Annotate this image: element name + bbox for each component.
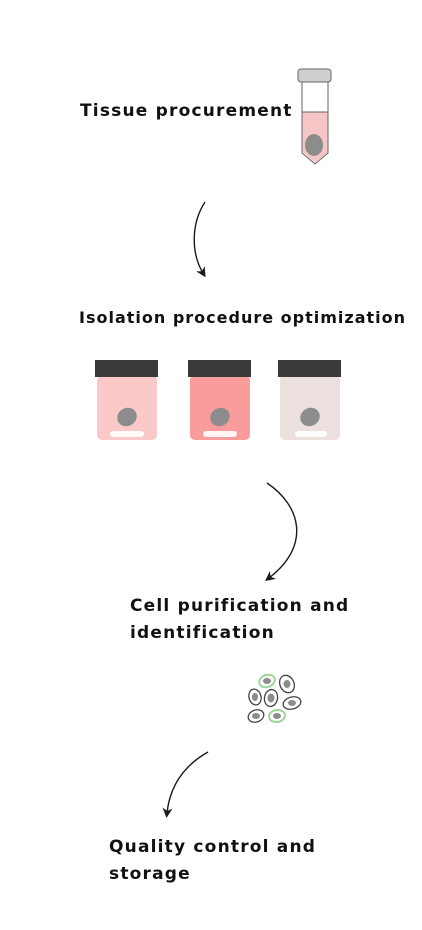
step-label-line: identification: [130, 623, 275, 643]
cell-cluster-icon: [247, 673, 302, 724]
step-label-line: Tissue procurement: [80, 101, 293, 121]
step-label-line: Isolation procedure optimization: [79, 308, 407, 327]
step-label-line: Quality control and: [109, 837, 317, 857]
step-label-isolation-procedure: Isolation procedure optimization: [79, 304, 406, 331]
step-label-cell-purification: Cell purification and identification: [130, 593, 349, 647]
step-label-line: storage: [109, 864, 191, 884]
sample-jar-icon: [188, 360, 251, 440]
curved-arrow-icon: [265, 482, 298, 582]
test-tube-icon: [297, 68, 332, 165]
curved-arrow-icon: [193, 201, 206, 278]
step-label-line: Cell purification and: [130, 596, 350, 616]
step-label-quality-control: Quality control and storage: [109, 834, 316, 888]
step-label-tissue-procurement: Tissue procurement: [80, 98, 293, 125]
sample-jar-icon: [95, 360, 158, 440]
sample-jar-icon: [278, 360, 341, 440]
curved-arrow-icon: [162, 751, 209, 818]
